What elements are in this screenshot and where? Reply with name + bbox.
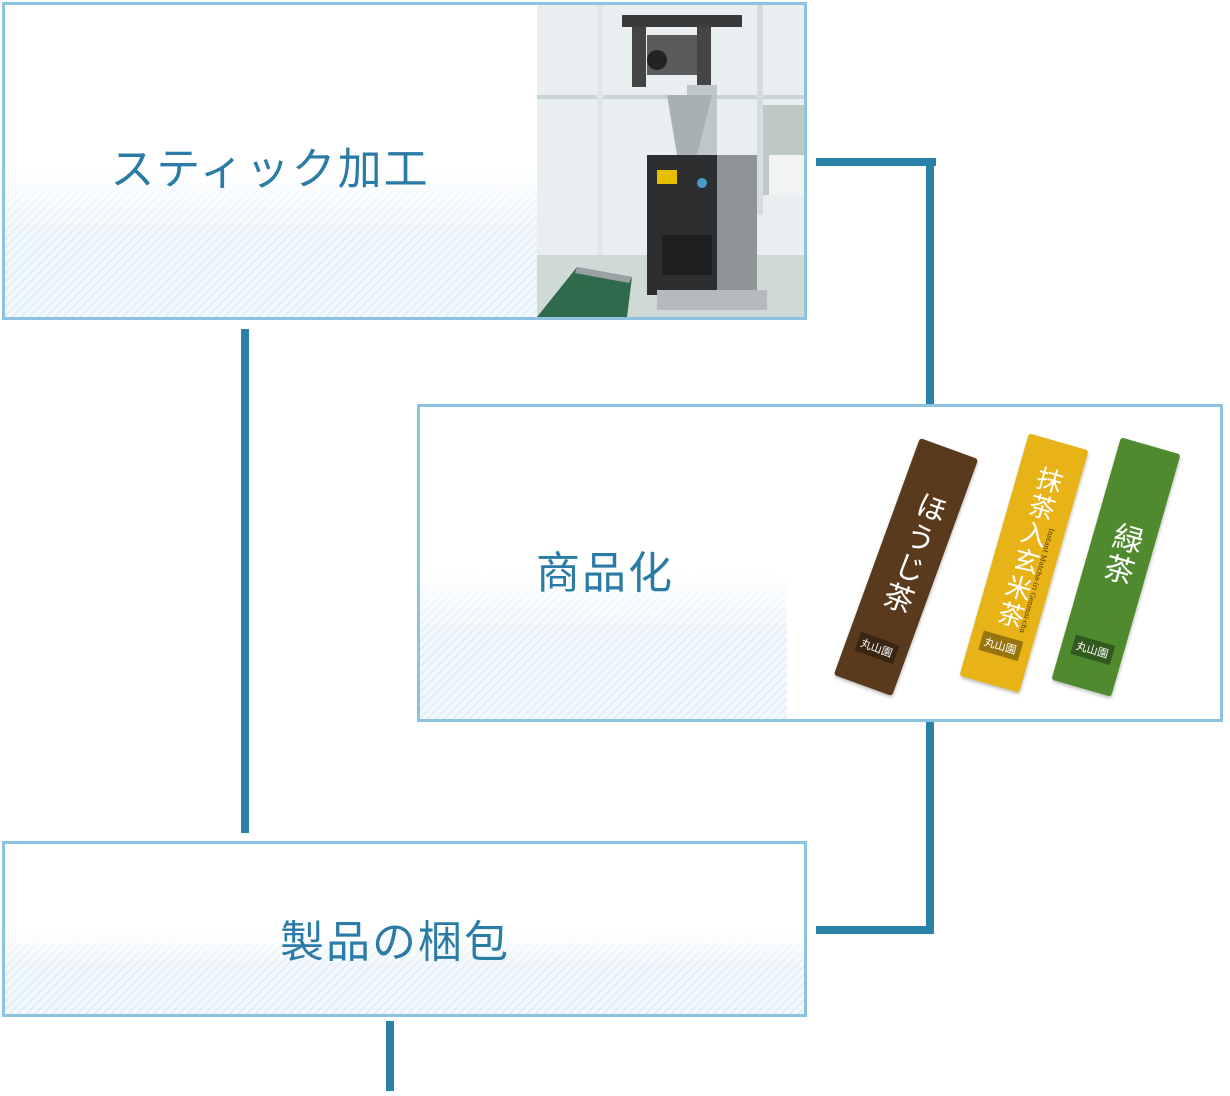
connector-bottom-horizontal [816,926,934,934]
brand-label: 丸山園 [853,631,900,665]
step-label: スティック加工 [110,144,430,195]
connector-exit [386,1021,394,1091]
brand-label: 丸山園 [1069,634,1115,665]
machine-photo [537,5,804,317]
connector-top-vertical [926,158,934,404]
stripe-background [5,932,804,1014]
step-packing: 製品の梱包 [2,841,807,1017]
product-name: ほうじ茶 [873,486,951,619]
step-label: 製品の梱包 [280,917,510,968]
step-stick-processing: スティック加工 [2,2,807,320]
brand-label: 丸山園 [977,630,1023,661]
connector-top-horizontal [816,158,936,166]
stripe-background [420,572,787,719]
step-productization: 商品化 ほうじ茶 丸山園 抹茶入玄米茶 Instant Matcha-iri G… [417,404,1223,722]
connector-bottom-vertical [926,722,934,934]
packaging-machine-image [537,5,804,317]
step-label: 商品化 [536,548,674,599]
connector-left-vertical [241,329,249,833]
product-name: 緑茶 [1094,518,1146,590]
product-packet: ほうじ茶 丸山園 [833,437,979,697]
